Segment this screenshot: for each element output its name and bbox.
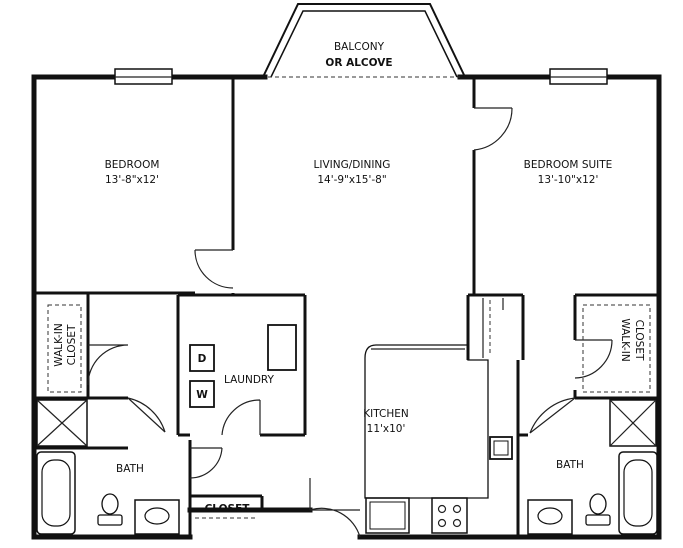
shower-right [609,399,657,447]
dryer [189,344,215,372]
washer-label: W [196,389,208,401]
walkin-left-line2: CLOSET [66,324,78,365]
door-living [194,249,234,289]
toilet-left [101,493,119,515]
suite-size: 13'-10"x12' [538,174,599,186]
kitchen: KITCHEN 11'x10' [363,344,513,534]
closet-label: CLOSET [205,503,251,515]
kitchen-size: 11'x10' [367,423,406,435]
doors [87,107,613,538]
windows [114,68,608,85]
sink-left [134,499,180,535]
walkin-right-line2: CLOSET [633,320,645,361]
kitchen-counter [364,344,489,499]
water-heater [267,324,297,371]
interior-walls [34,77,659,537]
walkin-closet-right: WALK-IN CLOSET [582,304,651,393]
bath-left-label: BATH [116,463,144,475]
walkin-left-line1: WALK-IN [53,323,65,366]
walkin-closet-left: WALK-IN CLOSET [47,304,82,393]
kitchen-sink [365,497,410,534]
balcony-label-line1: BALCONY [334,41,385,53]
kitchen-label: KITCHEN [363,408,409,420]
bath-left-fixtures: BATH [36,399,180,535]
dryer-label: D [198,353,207,365]
door-bath-right [529,397,576,434]
door-laundry [221,399,261,436]
door-walkin-left [87,344,129,386]
tub-right [618,451,658,535]
door-bath-hall [189,447,223,479]
toilet-right [589,493,607,515]
refrigerator [489,436,513,460]
balcony-label-line2: OR ALCOVE [325,57,392,69]
suite-label: BEDROOM SUITE [524,159,613,171]
bath-right-label: BATH [556,459,584,471]
hall-closet: CLOSET [195,503,258,519]
laundry-label: LAUNDRY [224,374,275,386]
door-entry [309,478,361,538]
door-suite [473,107,513,151]
door-bath-left [127,397,166,433]
laundry: D W LAUNDRY [189,324,297,408]
range [431,497,468,534]
pantry [482,298,504,358]
tub-left [36,451,76,535]
bedroom-label: BEDROOM [105,159,160,171]
sink-right [527,499,573,535]
bath-right-fixtures: BATH [527,399,658,535]
walkin-right-line1: WALK-IN [619,318,631,361]
living-label: LIVING/DINING [314,159,391,171]
balcony: BALCONY OR ALCOVE [262,3,466,78]
shower-left [36,399,88,447]
door-walkin-right [574,339,613,379]
bedroom-size: 13'-8"x12' [105,174,159,186]
room-labels: BEDROOM 13'-8"x12' LIVING/DINING 14'-9"x… [105,159,613,186]
washer [189,380,215,408]
living-size: 14'-9"x15'-8" [317,174,386,186]
